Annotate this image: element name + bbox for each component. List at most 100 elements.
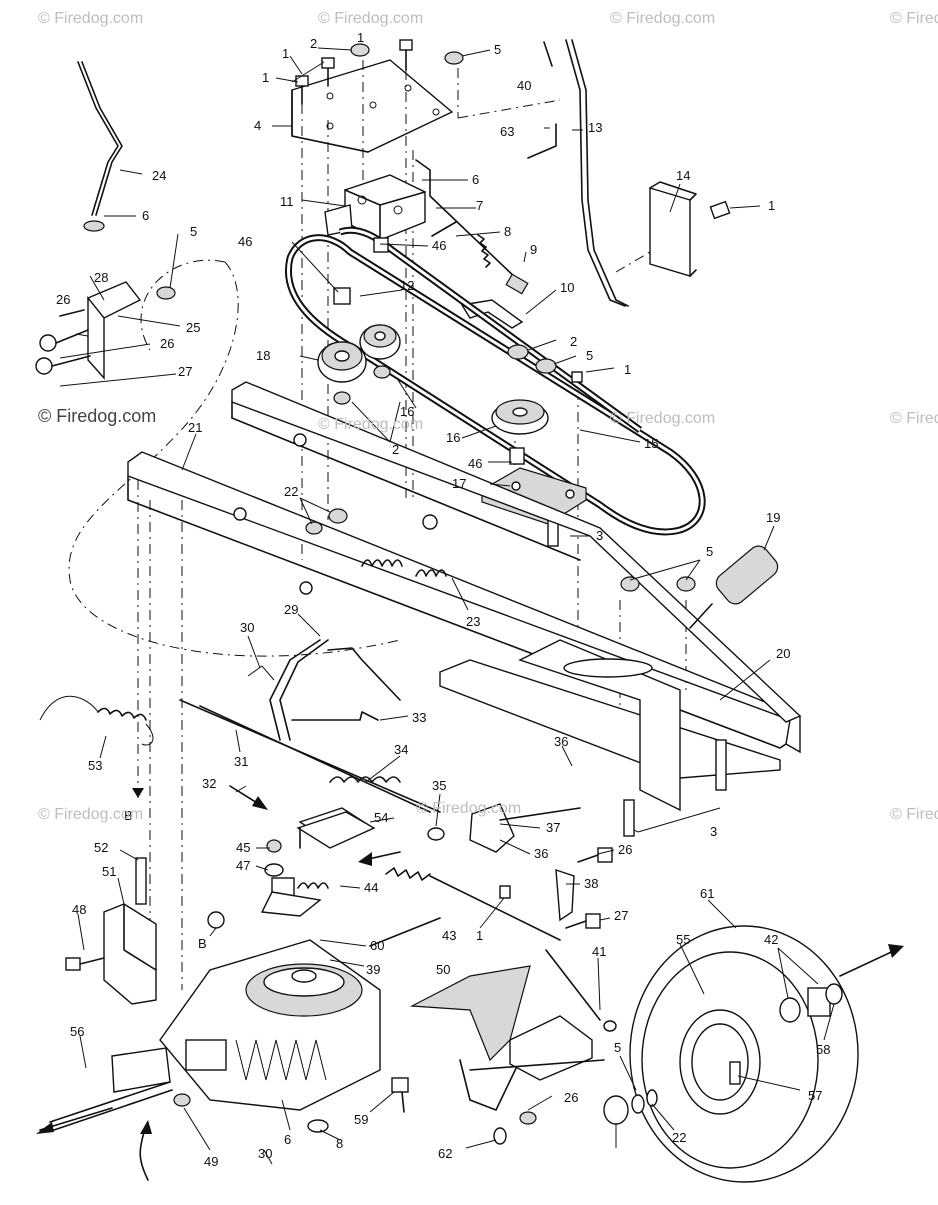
- callout: 13: [588, 120, 602, 135]
- callout: 24: [152, 168, 166, 183]
- frame-fasteners: [305, 508, 727, 837]
- callout: 43: [442, 928, 456, 943]
- callout: 8: [504, 224, 511, 239]
- callout: 5: [614, 1040, 621, 1055]
- callout: 8: [336, 1136, 343, 1151]
- axle-bracket: [65, 857, 157, 1005]
- callout: 26: [160, 336, 174, 351]
- callout: 27: [178, 364, 192, 379]
- callout: 46: [432, 238, 446, 253]
- callout: 25: [186, 320, 200, 335]
- callout: 16: [446, 430, 460, 445]
- callout: 30: [258, 1146, 272, 1161]
- callout: B: [198, 936, 207, 951]
- callout: 11: [280, 194, 294, 209]
- callout: 46: [468, 456, 482, 471]
- callout: 56: [70, 1024, 84, 1039]
- callout: 48: [72, 902, 86, 917]
- callout: 3: [710, 824, 717, 839]
- callout: 28: [94, 270, 108, 285]
- callout: 23: [466, 614, 480, 629]
- callout: 51: [102, 864, 116, 879]
- callout: 39: [366, 962, 380, 977]
- brake-rods: [179, 699, 581, 941]
- callout: 44: [364, 880, 378, 895]
- callout: 50: [436, 962, 450, 977]
- callout: 6: [142, 208, 149, 223]
- callout: 47: [236, 858, 250, 873]
- belt-routing-path-2: [140, 259, 226, 351]
- callout: 26: [56, 292, 70, 307]
- frame-rail: [127, 381, 802, 812]
- callout: 32: [202, 776, 216, 791]
- idler-arm-rod: [415, 159, 529, 329]
- callout: 1: [768, 198, 775, 213]
- callout: 57: [808, 1088, 822, 1103]
- callout: 15: [644, 436, 658, 451]
- left-pivot-bracket: [35, 281, 176, 380]
- callout: 26: [618, 842, 632, 857]
- callout: 18: [256, 348, 270, 363]
- callout: 3: [596, 528, 603, 543]
- callout: 20: [776, 646, 790, 661]
- control-rod-right: [527, 39, 731, 307]
- watermark: © Firedog: [890, 806, 938, 823]
- callout: 30: [240, 620, 254, 635]
- callout: 37: [546, 820, 560, 835]
- callout: 6: [472, 172, 479, 187]
- idler-pulleys: [317, 237, 401, 405]
- callout: 41: [592, 944, 606, 959]
- callout: 21: [188, 420, 202, 435]
- callout: 5: [494, 42, 501, 57]
- callout: 35: [432, 778, 446, 793]
- callout: 45: [236, 840, 250, 855]
- idler-pulley-right: [491, 344, 583, 465]
- callout: 16: [400, 404, 414, 419]
- callout: 22: [284, 484, 298, 499]
- callout: 12: [400, 278, 414, 293]
- callout: 2: [310, 36, 317, 51]
- belt-routing-path: [68, 261, 401, 657]
- control-lever-assembly: [199, 639, 431, 843]
- transaxle-assembly: [49, 839, 441, 1133]
- callout: 40: [517, 78, 531, 93]
- callout: 27: [614, 908, 628, 923]
- callout: 42: [764, 932, 778, 947]
- tension-springs: [361, 559, 447, 577]
- callout: 4: [254, 118, 261, 133]
- callout: 49: [204, 1154, 218, 1169]
- callout: 31: [234, 754, 248, 769]
- callout: 46: [238, 234, 252, 249]
- callout: 54: [374, 810, 388, 825]
- direction-arrows: [36, 785, 904, 1181]
- callout: 5: [190, 224, 197, 239]
- watermark: © Firedog: [890, 410, 938, 427]
- callout: 10: [560, 280, 574, 295]
- watermark: © Firedog.com: [610, 10, 716, 27]
- callout: 29: [284, 602, 298, 617]
- callout: 38: [584, 876, 598, 891]
- watermark: © Firedog.com: [416, 800, 522, 817]
- brake-plate: [296, 811, 376, 849]
- control-rod-left: [77, 61, 123, 232]
- callout: 34: [394, 742, 408, 757]
- watermark: © Firedog.com: [38, 10, 144, 27]
- callout: 22: [672, 1130, 686, 1145]
- callout: 7: [476, 198, 483, 213]
- callout: 1: [282, 46, 289, 61]
- handle-grip: [689, 545, 779, 629]
- callout: 2: [392, 442, 399, 457]
- watermark: © Firedog.com: [318, 10, 424, 27]
- watermark: © Firedog.com: [318, 416, 424, 433]
- callout: 63: [500, 124, 514, 139]
- callout: 33: [412, 710, 426, 725]
- callout: 17: [452, 476, 466, 491]
- callout: 55: [676, 932, 690, 947]
- callout: 53: [88, 758, 102, 773]
- callout: 5: [586, 348, 593, 363]
- callout: 1: [262, 70, 269, 85]
- callout: 2: [570, 334, 577, 349]
- callout: 61: [700, 886, 714, 901]
